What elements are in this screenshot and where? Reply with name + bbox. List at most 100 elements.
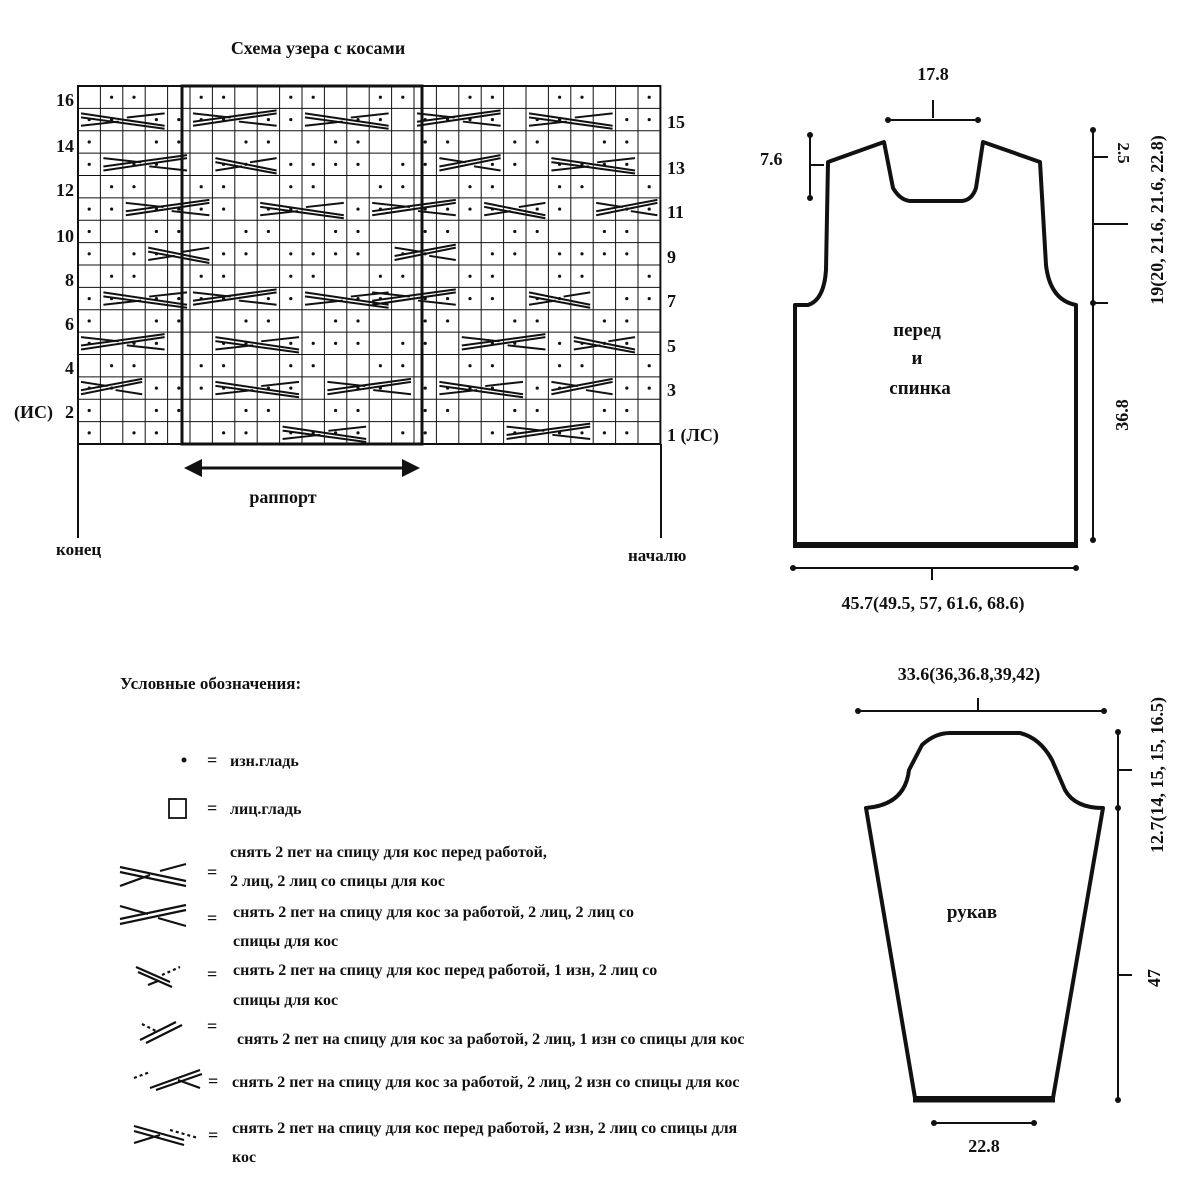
purl-dot [154, 319, 158, 323]
purl-dot [468, 185, 472, 189]
legend-item-cross-back-purl: = снять 2 пет на спицу для кос за работо… [139, 1016, 745, 1048]
svg-text:=: = [207, 908, 217, 928]
purl-dot [580, 431, 584, 435]
cable-cross [80, 377, 143, 396]
purl-dot [177, 117, 181, 122]
cable-cross [484, 201, 546, 220]
purl-dot [401, 341, 405, 345]
cable-cross [148, 246, 210, 264]
purl-dot [625, 296, 629, 301]
purl-dot [222, 95, 226, 99]
purl-dot [87, 296, 91, 301]
purl-dot [132, 364, 136, 368]
purl-dot [490, 296, 494, 301]
purl-dot [625, 229, 629, 234]
cable-cross [215, 336, 300, 354]
svg-text:=: = [207, 1016, 217, 1036]
cable-symbols [80, 109, 658, 443]
cable-cross [506, 422, 591, 440]
purl-dot [334, 252, 338, 256]
legend-item-7-line2: кос [232, 1149, 256, 1166]
chart-grid [77, 85, 662, 445]
purl-dot [446, 207, 450, 211]
purl-dot [132, 185, 136, 189]
svg-text:=: = [207, 750, 217, 770]
purl-dot [244, 408, 248, 413]
repeat-box [180, 84, 424, 446]
purl-dot [535, 207, 539, 211]
purl-dot [423, 341, 427, 345]
purl-dot [602, 229, 607, 234]
purl-dot [132, 252, 136, 256]
cable-cross [304, 112, 389, 130]
purl-dot [356, 207, 360, 211]
purl-dot [311, 274, 315, 278]
cable-cross [260, 201, 344, 220]
purl-dot [132, 431, 136, 435]
cable-cross [304, 291, 389, 309]
purl-dot [199, 185, 203, 189]
purl-dot [513, 252, 517, 256]
purl-dot [266, 319, 270, 323]
purl-dot [625, 431, 629, 435]
purl-dot [289, 117, 293, 122]
legend-item-6-line1: снять 2 пет на спицу для кос за работой,… [232, 1074, 740, 1091]
purl-dot [513, 229, 517, 234]
purl-dot [110, 364, 114, 368]
purl-dot [580, 95, 584, 99]
purl-dot [558, 274, 562, 278]
purl-dot [625, 252, 629, 256]
purl-dot [513, 162, 517, 166]
purl-dot [311, 95, 315, 99]
purl-dot [334, 162, 338, 166]
purl-dot [602, 319, 607, 323]
row-number-12: 12 [56, 180, 74, 200]
cable-cross [80, 112, 165, 130]
purl-dot [468, 274, 472, 278]
cable-cross [282, 425, 367, 443]
purl-dot [266, 229, 270, 234]
purl-dot [311, 341, 315, 345]
purl-dot [87, 207, 91, 211]
purl-dot [132, 274, 136, 278]
cable-front-knit-icon [119, 862, 187, 888]
purl-dot [490, 117, 494, 122]
purl-dot [311, 252, 315, 256]
purl-dot [535, 229, 539, 234]
purl-dot [289, 162, 293, 166]
purl-dot [647, 185, 651, 189]
purl-dot [356, 162, 360, 166]
purl-dot [334, 408, 338, 413]
purl-dot [401, 162, 405, 166]
purl-dot [289, 274, 293, 278]
cable-cross [215, 157, 277, 175]
row-number-6: 6 [65, 314, 74, 334]
purl-dot [266, 296, 270, 301]
purl-dot [535, 408, 539, 413]
purl-dot [244, 140, 248, 144]
purl-dot [647, 296, 651, 301]
cable-cross [573, 336, 636, 354]
purl-dot [356, 341, 360, 345]
purl-dot [356, 408, 360, 413]
neck-width-label: 17.8 [917, 64, 949, 84]
purl-dot [87, 408, 91, 413]
purl-dot [132, 95, 136, 99]
cross-back-purl-icon [139, 1021, 183, 1044]
row-number-10: 10 [56, 226, 74, 246]
legend-item-5-line1: снять 2 пет на спицу для кос за работой,… [237, 1031, 745, 1048]
purl-dot [423, 162, 427, 166]
purl-dot [177, 140, 181, 144]
purl-dot [535, 319, 539, 323]
cable-cross [125, 198, 210, 217]
purl-dot [423, 140, 427, 144]
purl-dot [154, 431, 158, 435]
purl-dot [535, 140, 539, 144]
purl-dot [356, 229, 360, 234]
purl-dot [602, 408, 607, 413]
purl-dot [199, 274, 203, 278]
svg-text:=: = [207, 862, 217, 882]
purl-dot [154, 341, 158, 345]
cable-cross [394, 243, 456, 261]
cable-cross [551, 377, 613, 396]
